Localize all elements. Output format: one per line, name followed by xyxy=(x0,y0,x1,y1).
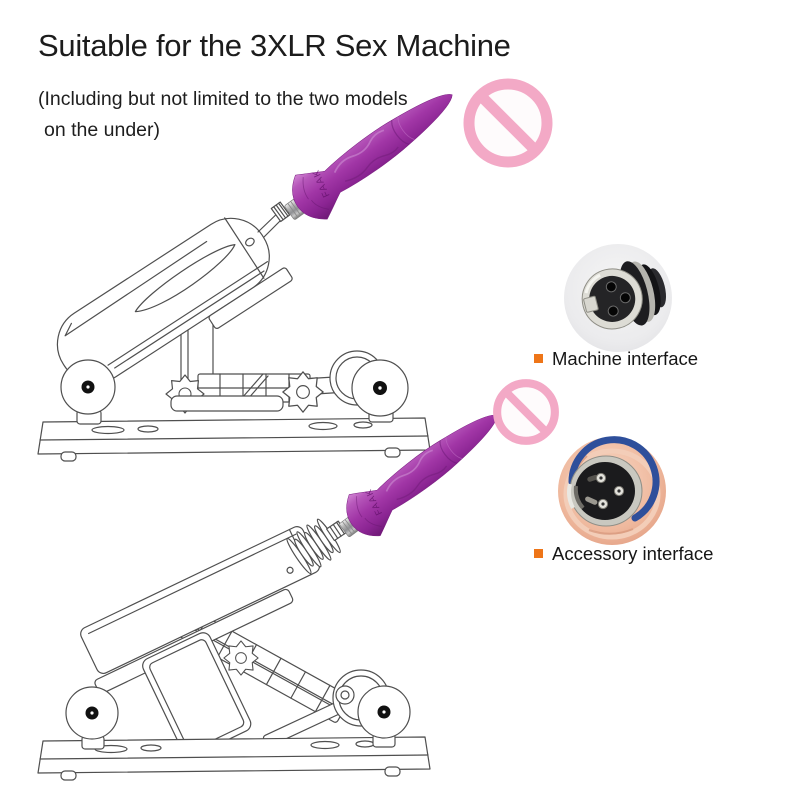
subtitle-line-2: on the under) xyxy=(44,119,161,141)
page-title: Suitable for the 3XLR Sex Machine xyxy=(38,28,511,63)
base-platform xyxy=(37,733,431,781)
page-subtitle: (Including but not limited to the two mo… xyxy=(38,84,408,146)
square-bullet-icon xyxy=(534,354,543,363)
callout-accessory-interface: Accessory interface xyxy=(534,544,713,563)
subtitle-line-1: (Including but not limited to the two mo… xyxy=(38,88,408,110)
right-wheel-icon xyxy=(351,359,409,417)
blue-ring xyxy=(568,436,660,522)
xlr-socket-icon xyxy=(581,261,667,330)
drive-rod xyxy=(257,201,291,238)
no-sign-icon xyxy=(458,73,558,173)
machine-interface-photo xyxy=(564,244,672,352)
square-bullet-icon xyxy=(534,549,543,558)
sex-machine-illustration-top xyxy=(37,201,431,462)
base-platform xyxy=(37,407,431,462)
callout-machine-interface: Machine interface xyxy=(534,349,698,368)
spring-bellows xyxy=(286,518,347,575)
left-wheel-icon xyxy=(60,359,116,415)
machine-body xyxy=(80,526,321,758)
accessory-interface-label: Accessory interface xyxy=(552,543,714,564)
xlr-plug-icon xyxy=(567,455,643,527)
accessory-interface-photo xyxy=(558,436,666,545)
left-wheel-icon xyxy=(65,686,119,740)
right-wheel-icon xyxy=(357,685,411,739)
sex-machine-illustration-bottom xyxy=(37,518,431,781)
no-sign-icon xyxy=(489,375,563,449)
base-slide-bar xyxy=(170,395,284,412)
machine-body xyxy=(56,217,293,384)
machine-interface-label: Machine interface xyxy=(552,348,699,369)
